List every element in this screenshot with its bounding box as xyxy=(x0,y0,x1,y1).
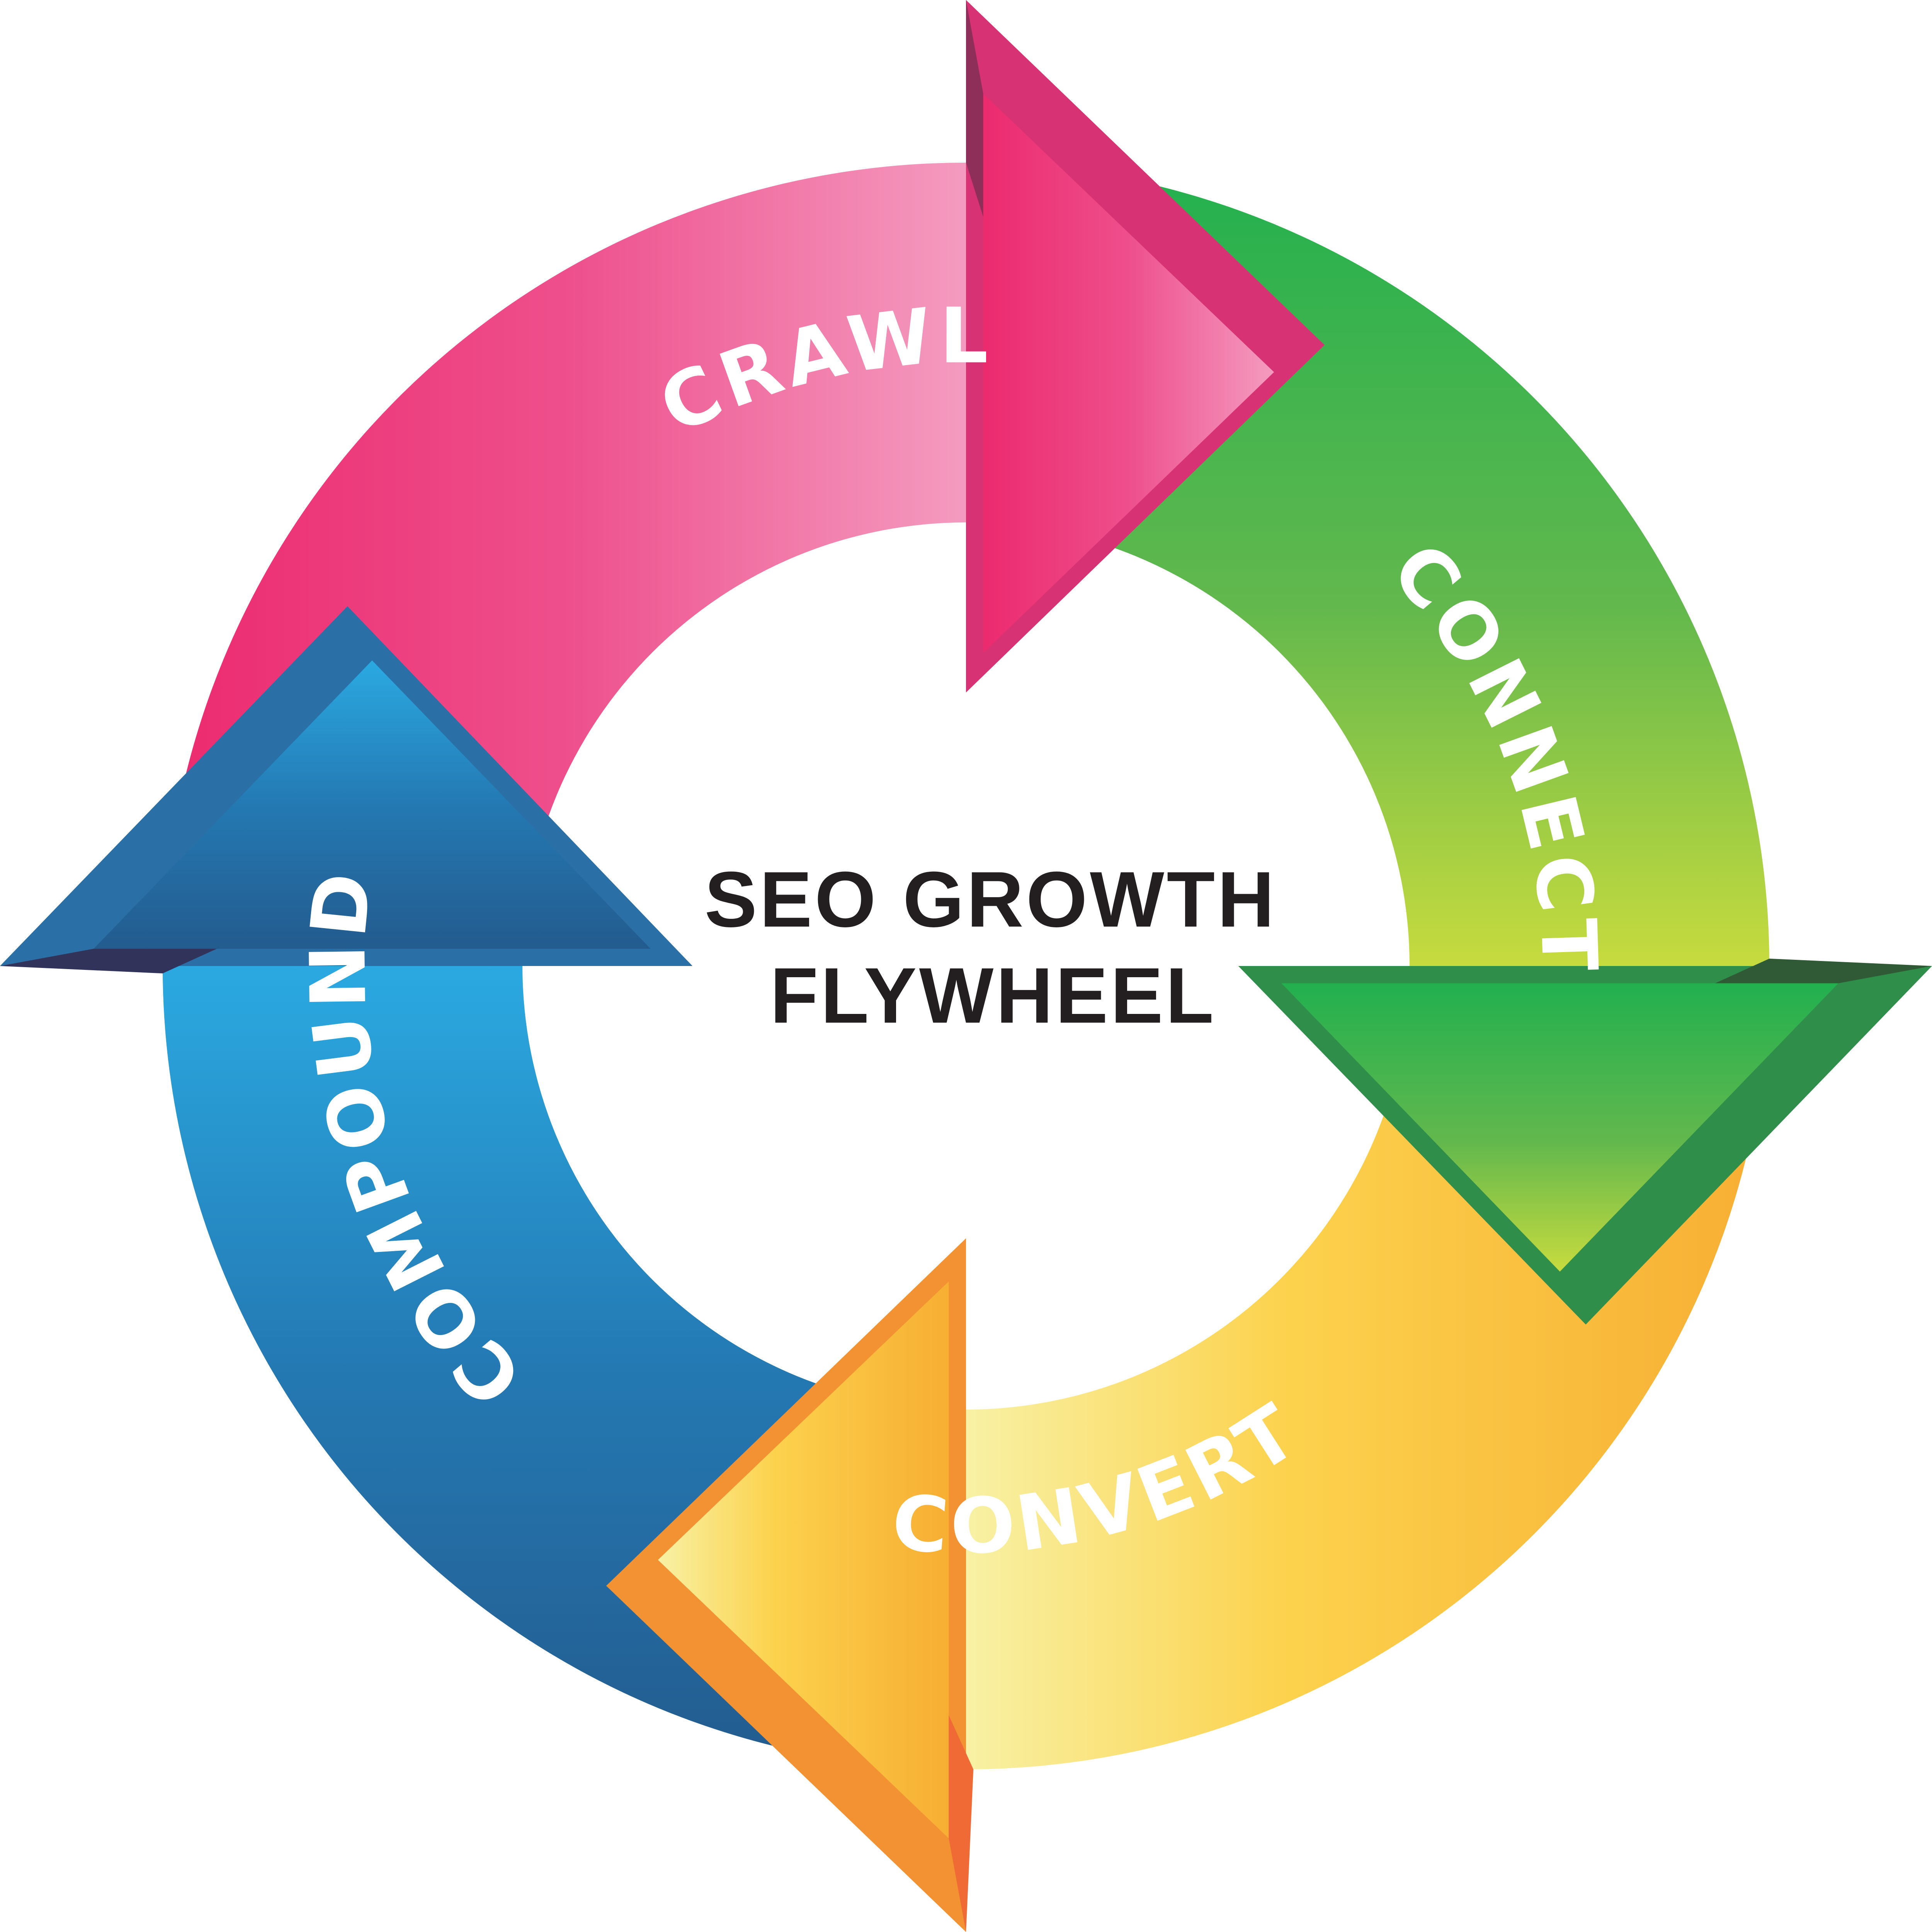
convert-arrow-head xyxy=(606,1238,974,1932)
compound-arrow-head xyxy=(0,606,693,974)
connect-arrow-head xyxy=(1238,958,1932,1325)
title-line-2: FLYWHEEL xyxy=(770,952,1216,1040)
crawl-arrow-head xyxy=(966,0,1325,693)
title-line-1: SEO GROWTH xyxy=(704,855,1277,944)
